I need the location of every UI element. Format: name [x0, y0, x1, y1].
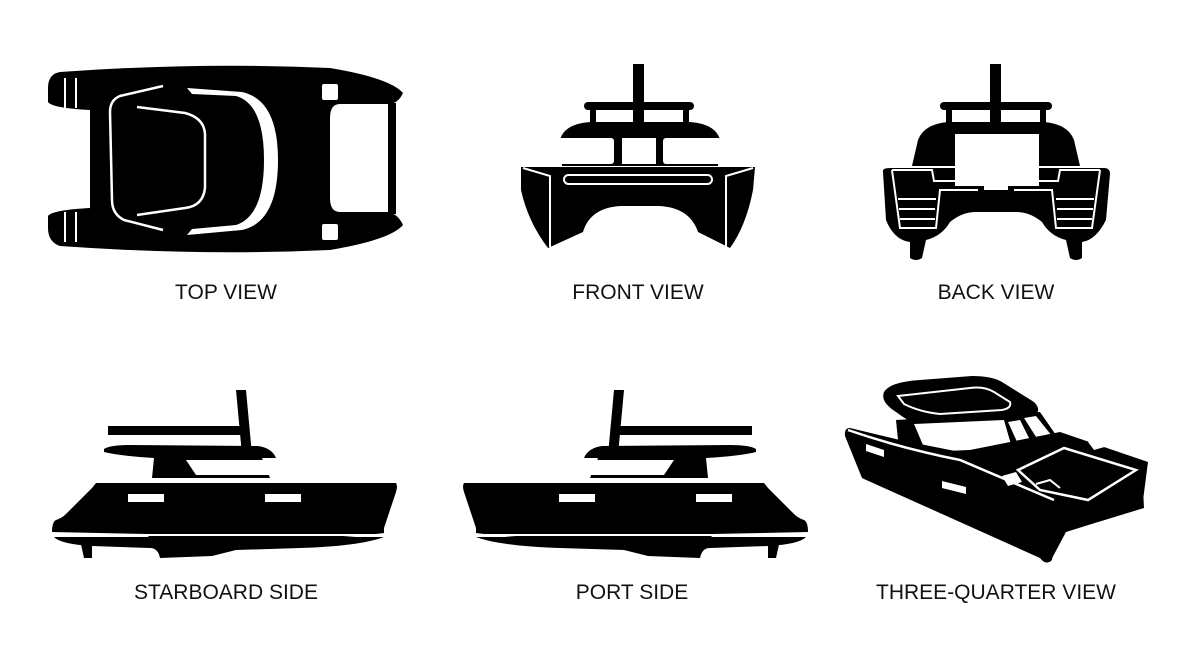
- top-view-label: TOP VIEW: [175, 281, 277, 304]
- port-side-label: PORT SIDE: [575, 581, 689, 604]
- front-view-label: FRONT VIEW: [572, 281, 704, 304]
- three-quarter-view-label: THREE-QUARTER VIEW: [876, 581, 1116, 604]
- back-view-label: BACK VIEW: [937, 281, 1055, 304]
- starboard-side-label: STARBOARD SIDE: [134, 581, 318, 604]
